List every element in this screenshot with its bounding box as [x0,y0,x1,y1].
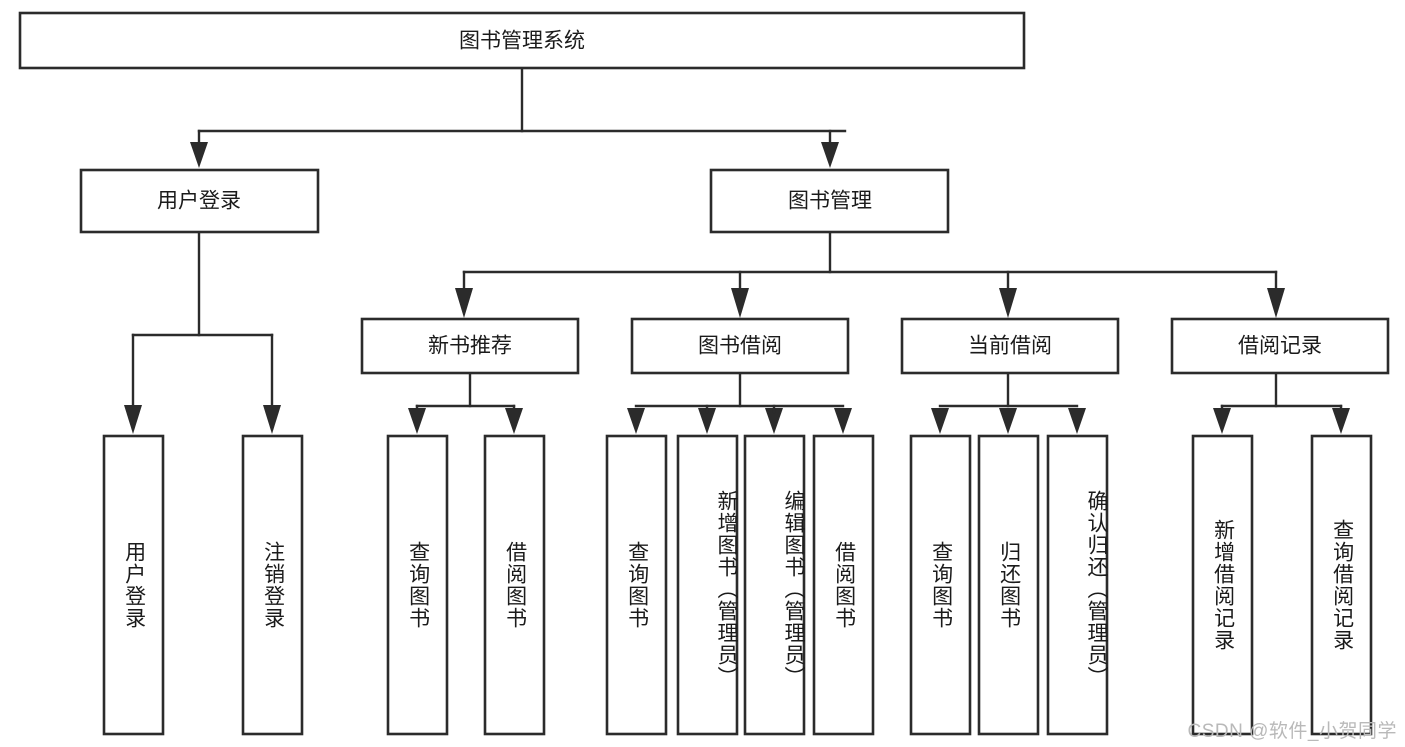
node-leaf-borrow-book-2-box[interactable] [812,434,875,736]
arrow-head-leaf-query-book-2 [627,408,645,434]
node-leaf-logout-login-box[interactable] [241,434,304,736]
node-user-login-box[interactable] [79,168,320,234]
node-new-book-recommend-box[interactable] [360,317,580,375]
arrow-head-current-borrow [999,288,1017,318]
connector-group-new-book-recommend [408,371,523,434]
arrow-head-leaf-confirm-return [1068,408,1086,434]
node-leaf-query-book-3-box[interactable] [909,434,972,736]
arrow-head-leaf-query-book-1 [408,408,426,434]
connector-group-book-borrow [627,371,852,434]
connector-group-user-login [124,230,281,434]
arrow-head-leaf-query-book-3 [931,408,949,434]
watermark-text: CSDN @软件_小贺同学 [1187,721,1397,742]
arrow-head-user-login [190,142,208,168]
node-book-borrow-label: 图书借阅 [698,335,782,358]
arrow-head-leaf-borrow-book-2 [834,408,852,434]
arrow-head-borrow-record [1267,288,1285,318]
node-book-management-label: 图书管理 [788,190,872,213]
node-leaf-query-book-2-box[interactable] [605,434,668,736]
arrow-head-leaf-user-login [124,405,142,434]
node-leaf-edit-book-box[interactable] [743,434,806,736]
node-current-borrow-box[interactable] [900,317,1120,375]
arrow-head-leaf-borrow-book-1 [505,408,523,434]
node-leaf-user-login-box[interactable] [102,434,165,736]
node-leaf-confirm-return-box[interactable] [1046,434,1109,736]
node-leaf-query-record-box[interactable] [1310,434,1373,736]
node-leaf-borrow-book-1-box[interactable] [483,434,546,736]
connector-group-borrow-record [1213,371,1350,434]
node-current-borrow-label: 当前借阅 [968,335,1052,358]
node-root-label: 图书管理系统 [459,30,585,53]
node-leaf-query-book-1-box[interactable] [386,434,449,736]
node-book-borrow-box[interactable] [630,317,850,375]
node-leaf-add-book-box[interactable] [676,434,739,736]
node-leaf-add-record-box[interactable] [1191,434,1254,736]
connector-group-root [190,66,847,168]
arrow-head-book-borrow [731,288,749,318]
node-borrow-record-box[interactable] [1170,317,1390,375]
arrow-head-leaf-add-book [698,408,716,434]
arrow-head-new-book-recommend [455,288,473,318]
arrow-head-leaf-add-record [1213,408,1231,434]
arrow-head-book-management [821,142,839,168]
connector-group-book-management [455,230,1285,318]
node-borrow-record-label: 借阅记录 [1238,335,1322,358]
node-book-management-box[interactable] [709,168,950,234]
node-new-book-recommend-label: 新书推荐 [428,335,512,358]
node-user-login-label: 用户登录 [157,190,241,213]
connector-group-current-borrow [931,371,1086,434]
arrow-head-leaf-return-book [999,408,1017,434]
arrow-head-leaf-edit-book [765,408,783,434]
node-root-box[interactable] [18,11,1026,70]
arrow-head-leaf-query-record [1332,408,1350,434]
node-leaf-return-book-box[interactable] [977,434,1040,736]
arrow-head-leaf-logout-login [263,405,281,434]
